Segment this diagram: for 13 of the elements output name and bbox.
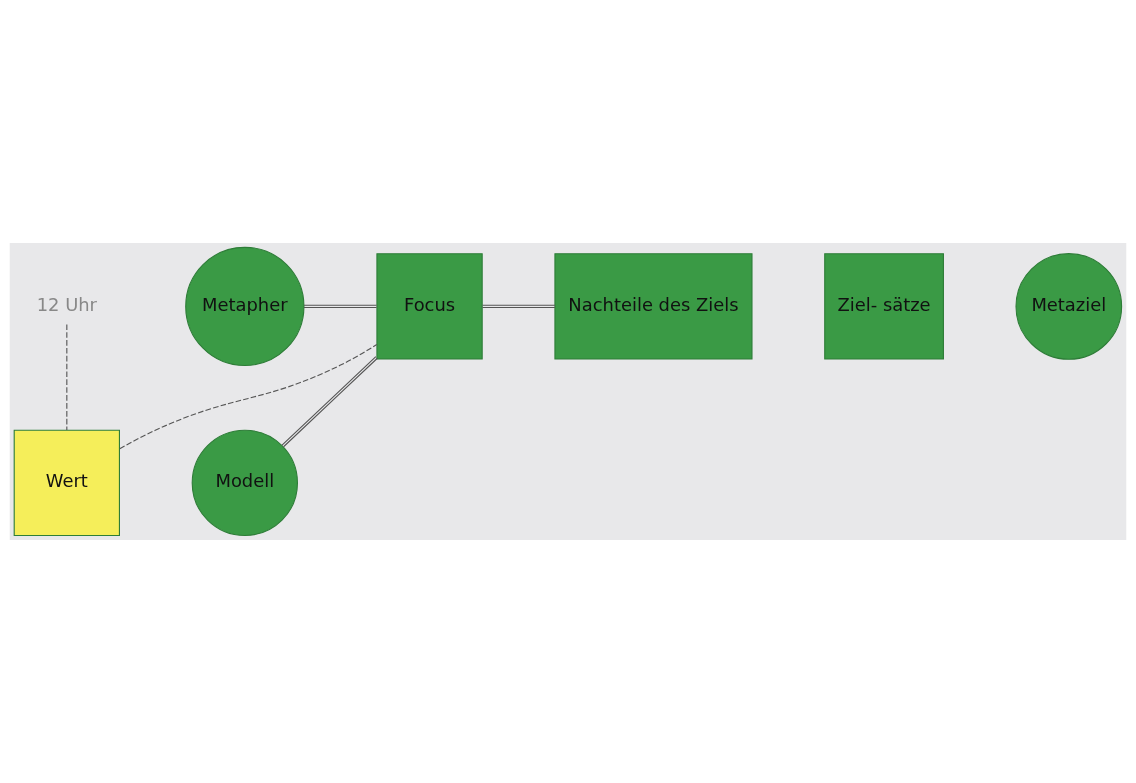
node-text: 12 Uhr	[36, 293, 97, 315]
node-box: Wert	[13, 429, 120, 537]
node-circle: Modell	[191, 429, 298, 537]
node-circle: Metapher	[185, 246, 305, 367]
connector	[481, 304, 556, 309]
connector	[281, 356, 378, 448]
node-box: Focus	[376, 253, 483, 360]
node-box: Ziel- sätze	[824, 253, 944, 360]
node-box: Nachteile des Ziels	[554, 253, 753, 360]
node-circle: Metaziel	[1015, 253, 1123, 360]
connector	[66, 324, 68, 431]
connector	[119, 343, 378, 450]
connector	[303, 304, 378, 309]
